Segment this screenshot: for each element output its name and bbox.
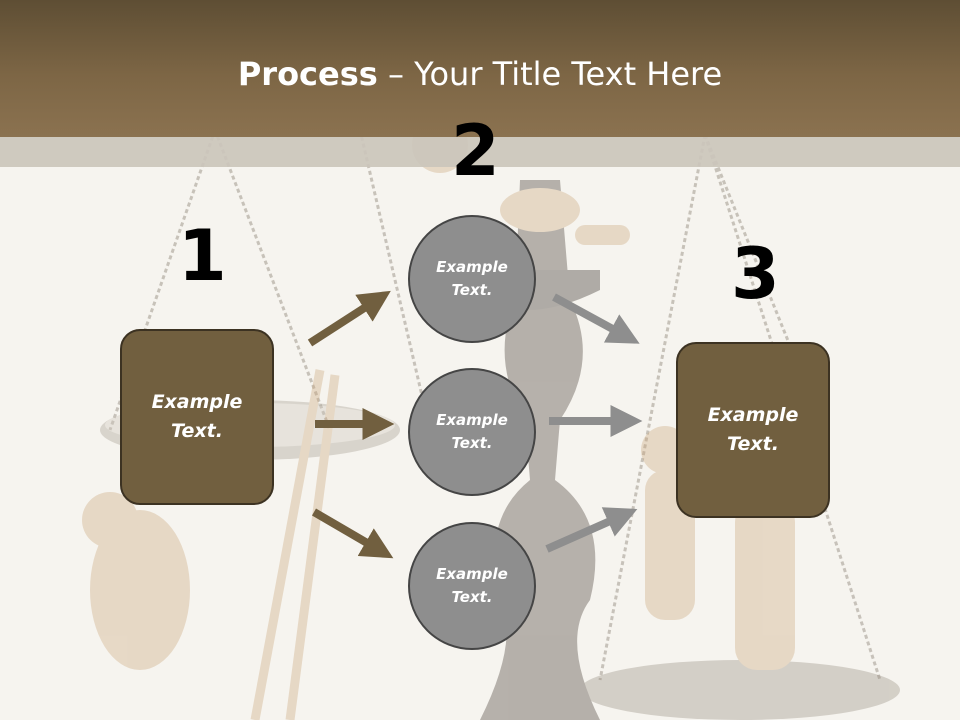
arrow-right-down-icon	[311, 508, 394, 559]
left-process-box: Example Text.	[120, 329, 274, 505]
arrow-right-up-gray-icon	[545, 507, 638, 553]
slide-title: Process – Your Title Text Here	[0, 52, 960, 96]
step-number-1: 1	[178, 215, 227, 297]
arrows-left-to-circles	[307, 290, 395, 559]
title-bold-part: Process	[237, 55, 378, 93]
circle-text-bottom: Example Text.	[436, 565, 508, 606]
circle-text-middle: Example Text.	[436, 411, 508, 452]
right-process-box: Example Text.	[676, 342, 830, 518]
step-number-2: 2	[451, 110, 500, 192]
right-box-text: Example Text.	[707, 404, 799, 455]
process-circle-bottom: Example Text.	[408, 522, 536, 650]
arrow-right-down-gray-icon	[552, 293, 640, 344]
circle-text-top: Example Text.	[436, 258, 508, 299]
step-number-3: 3	[731, 233, 780, 315]
left-box-text: Example Text.	[151, 391, 243, 442]
title-regular-part: – Your Title Text Here	[377, 55, 723, 93]
process-circle-middle: Example Text.	[408, 368, 536, 496]
arrows-circles-to-right	[545, 293, 643, 553]
title-underline-band	[0, 137, 960, 167]
title-bar	[0, 0, 960, 137]
process-circle-top: Example Text.	[408, 215, 536, 343]
arrow-right-up-icon	[307, 290, 391, 347]
